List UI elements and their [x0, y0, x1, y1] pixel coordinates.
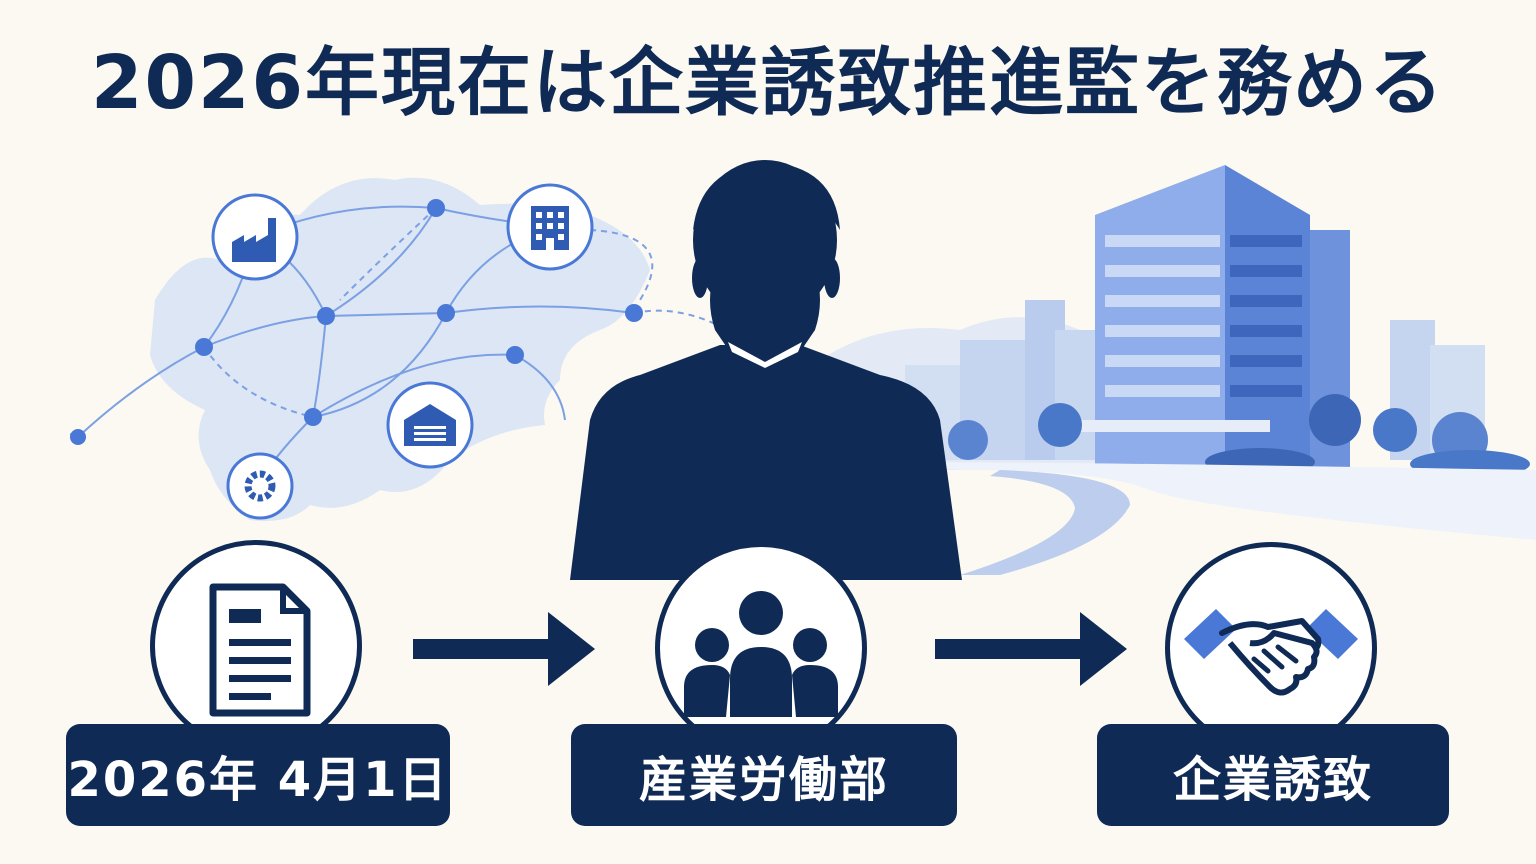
warehouse-icon [386, 381, 474, 469]
step-3-label: 企業誘致 [1097, 724, 1449, 826]
cityscape [820, 165, 1536, 575]
gear-icon [226, 452, 294, 520]
page-title: 2026年現在は企業誘致推進監を務める [91, 40, 1445, 126]
step-2-circle [655, 542, 867, 754]
step-1-circle [150, 540, 362, 752]
person-silhouette [570, 160, 962, 580]
region-map [68, 177, 771, 521]
step-2-label: 産業労働部 [571, 724, 957, 826]
factory-icon [211, 193, 299, 281]
arrow-right-icon [413, 612, 595, 686]
people-group-icon [684, 591, 838, 717]
step-1-label: 2026年 4月1日 [66, 724, 450, 826]
office-building-icon [506, 183, 594, 271]
step-3-circle [1165, 542, 1377, 754]
document-icon [209, 583, 311, 717]
handshake-icon [1184, 609, 1358, 696]
arrow-right-icon [935, 612, 1127, 686]
